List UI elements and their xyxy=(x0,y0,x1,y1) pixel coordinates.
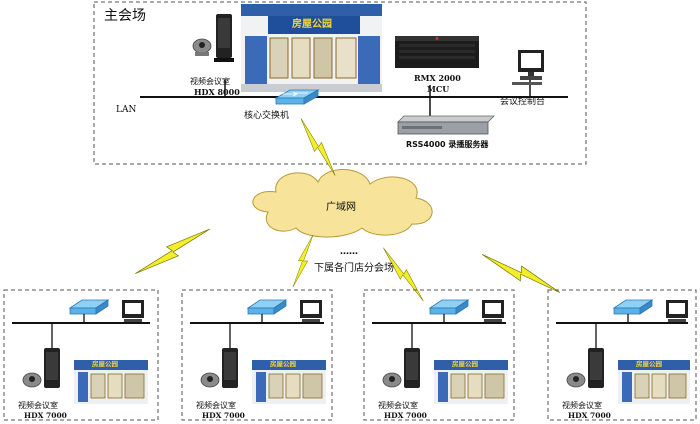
network-switch-icon xyxy=(246,299,288,315)
network-switch-icon xyxy=(428,299,470,315)
branch-room-label: 视频会议室 xyxy=(196,401,236,410)
storefront-photo-icon xyxy=(252,360,326,404)
lightning-link-icon xyxy=(477,247,565,299)
main-store-sign: 房屋公园 xyxy=(292,19,332,30)
main-site-title: 主会场 xyxy=(104,8,146,24)
network-switch-icon xyxy=(274,89,320,105)
branch-store-sign: 房屋公园 xyxy=(270,360,296,368)
core-switch-label: 核心交换机 xyxy=(244,111,290,121)
video-codec-icon xyxy=(200,348,238,388)
video-codec-icon xyxy=(566,348,604,388)
video-codec-icon xyxy=(192,14,234,62)
video-codec-icon xyxy=(382,348,420,388)
mcu-label-sub: MCU xyxy=(427,84,450,94)
video-codec-icon xyxy=(22,348,60,388)
ellipsis-text: …… xyxy=(340,247,358,257)
branch-site xyxy=(363,289,515,421)
recorder-label: RSS4000 录播服务器 xyxy=(406,140,489,149)
branch-room-label: 视频会议室 xyxy=(378,401,418,410)
branch-room-label: 视频会议室 xyxy=(562,401,602,410)
storefront-photo-icon xyxy=(434,360,508,404)
lan-label: LAN xyxy=(116,105,137,115)
storefront-photo-icon xyxy=(74,360,148,404)
storefront-photo-icon xyxy=(241,4,382,92)
branch-room-model: HDX 7000 xyxy=(24,411,67,420)
branch-frame xyxy=(547,289,697,421)
network-switch-icon xyxy=(68,299,110,315)
pc-monitor-icon xyxy=(122,300,144,322)
branch-store-sign: 房屋公园 xyxy=(452,360,478,368)
lightning-link-icon xyxy=(288,232,318,290)
console-label: 会议控制台 xyxy=(500,97,546,107)
branch-site xyxy=(3,289,159,421)
storefront-photo-icon xyxy=(618,360,690,404)
pc-monitor-icon xyxy=(666,300,688,322)
cloud-label: 广域网 xyxy=(326,202,356,213)
network-switch-icon xyxy=(612,299,654,315)
branch-store-sign: 房屋公园 xyxy=(636,360,662,368)
rack-server-icon xyxy=(395,36,479,68)
branch-room-label: 视频会议室 xyxy=(18,401,58,410)
branch-room-model: HDX 7000 xyxy=(202,411,245,420)
branch-store-sign: 房屋公园 xyxy=(92,360,118,368)
mcu-label: RMX 2000 xyxy=(414,73,461,83)
main-room-label: 视频会议室 xyxy=(190,77,230,86)
main-room-model: HDX 8000 xyxy=(194,87,240,97)
cloud-icon xyxy=(252,169,433,238)
branch-caption: 下属各门店分会场 xyxy=(314,263,394,274)
pc-monitor-icon xyxy=(300,300,322,322)
rack-server-icon xyxy=(397,115,495,135)
main-site-frame xyxy=(93,1,587,165)
pc-monitor-icon xyxy=(482,300,504,322)
branch-site xyxy=(547,289,697,421)
branch-frame xyxy=(3,289,159,421)
branch-room-model: HDX 7000 xyxy=(568,411,611,420)
lightning-link-icon xyxy=(131,221,214,281)
lightning-link-icon xyxy=(378,244,429,305)
branch-site xyxy=(181,289,333,421)
pc-monitor-icon xyxy=(512,50,544,85)
branch-room-model: HDX 7000 xyxy=(384,411,427,420)
lightning-link-icon xyxy=(295,115,341,179)
